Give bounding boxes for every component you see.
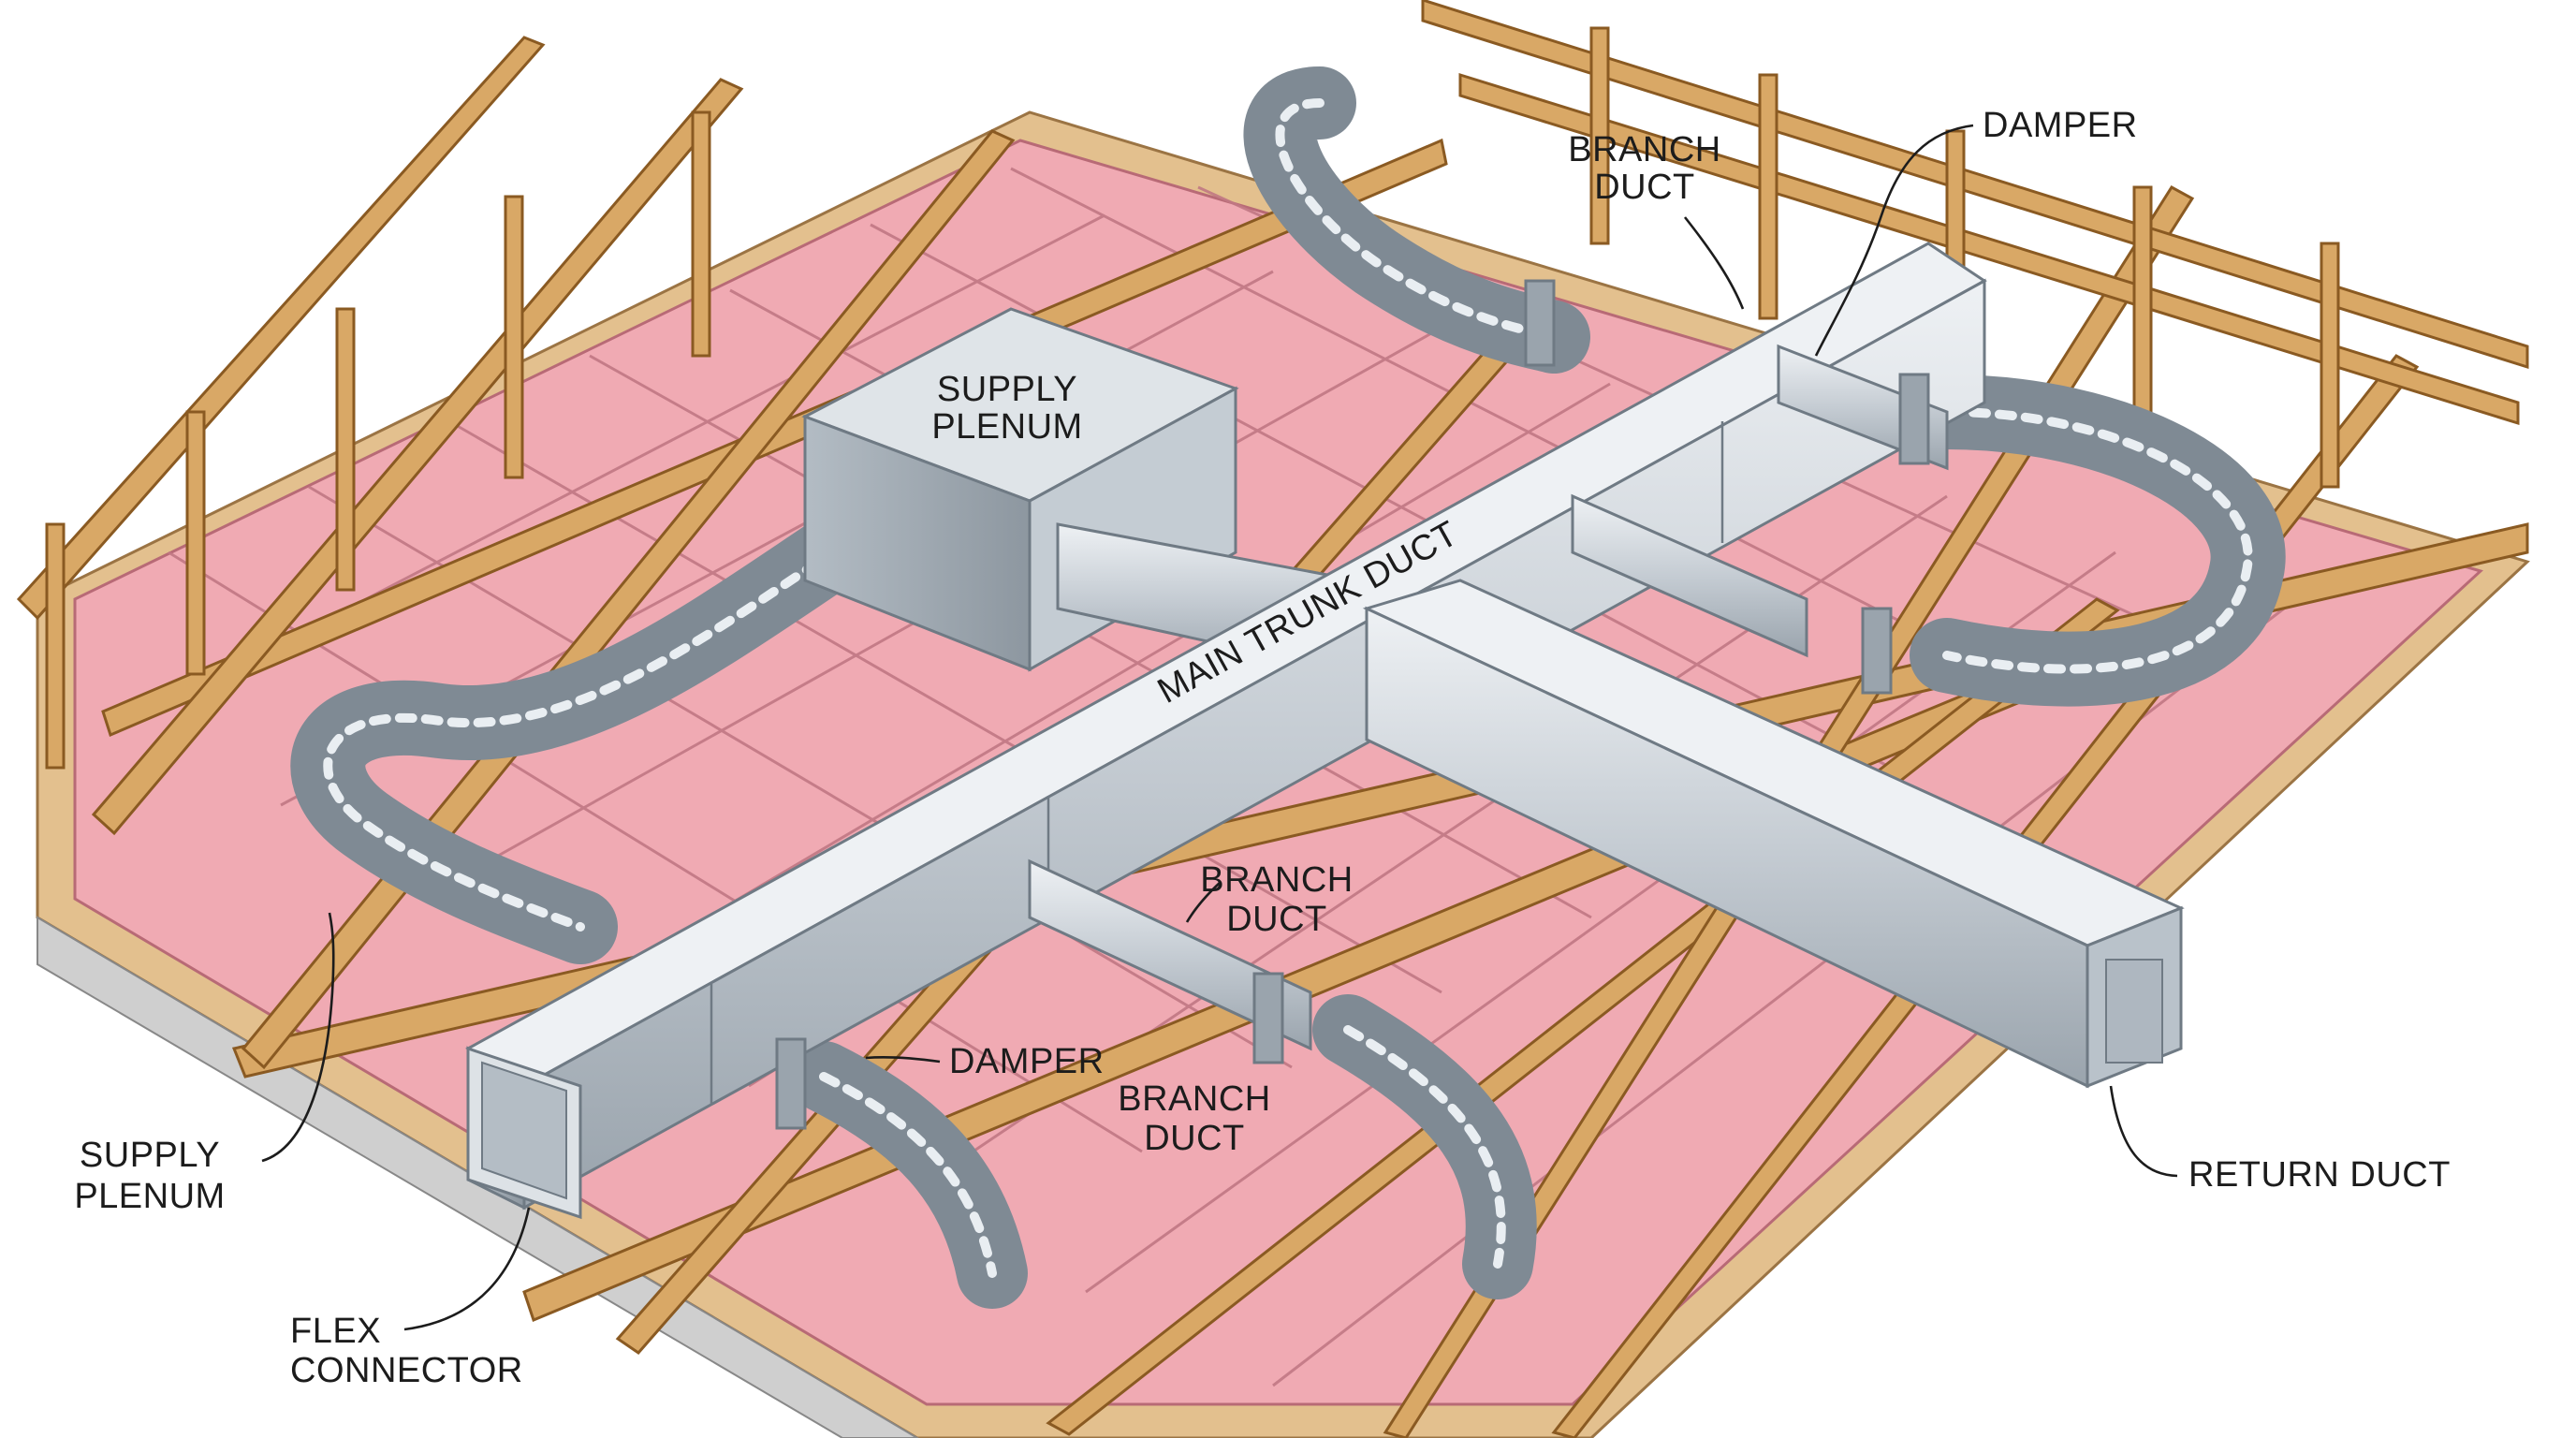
rigid-branch-ducts (1028, 344, 1949, 1051)
label-branch-duct-top-line1: BRANCH (1568, 130, 1720, 169)
label-flex-connector-line1: FLEX (290, 1312, 381, 1351)
label-branch-duct-top-line2: DUCT (1594, 168, 1695, 207)
trunk-open-end (466, 1046, 582, 1220)
label-damper-top: DAMPER (1983, 106, 2138, 145)
dampers (775, 279, 1930, 1130)
label-supply-plenum-box-line2: PLENUM (931, 407, 1082, 447)
label-return-duct: RETURN DUCT (2188, 1155, 2451, 1195)
label-branch-duct-mid-line2: DUCT (1226, 900, 1327, 939)
leader-damper-mid (865, 1055, 941, 1064)
leader-damper-top (1814, 124, 1974, 357)
label-branch-duct-low-line2: DUCT (1144, 1119, 1245, 1158)
leader-supply-plenum-left (261, 912, 335, 1163)
label-branch-duct-low: BRANCH DUCT (1118, 1079, 1270, 1158)
label-branch-duct-low-line1: BRANCH (1118, 1079, 1270, 1119)
label-supply-plenum-box: SUPPLY PLENUM (931, 370, 1082, 447)
label-flex-connector-line2: CONNECTOR (290, 1351, 523, 1390)
left-wall (45, 110, 711, 770)
label-branch-duct-top: BRANCH DUCT (1568, 130, 1720, 207)
label-supply-plenum-left-line2: PLENUM (74, 1177, 225, 1216)
label-branch-duct-mid-line1: BRANCH (1200, 860, 1353, 900)
supply-plenum-box (801, 307, 1359, 676)
label-flex-connector: FLEX CONNECTOR (290, 1312, 523, 1390)
leader-branch-duct-top (1683, 216, 1745, 310)
label-supply-plenum-left: SUPPLY PLENUM (74, 1136, 225, 1216)
label-damper-mid: DAMPER (949, 1042, 1105, 1081)
flex-ducts (290, 66, 2286, 1309)
return-duct (1362, 579, 2185, 1089)
gable-wall (1421, 0, 2529, 489)
label-branch-duct-mid: BRANCH DUCT (1200, 860, 1353, 939)
leader-return-duct (2109, 1085, 2178, 1178)
leader-flex-connector (403, 1207, 531, 1331)
label-supply-plenum-box-line1: SUPPLY (937, 370, 1077, 409)
leader-branch-duct-mid (1185, 881, 1222, 923)
label-supply-plenum-left-line1: SUPPLY (80, 1136, 220, 1175)
